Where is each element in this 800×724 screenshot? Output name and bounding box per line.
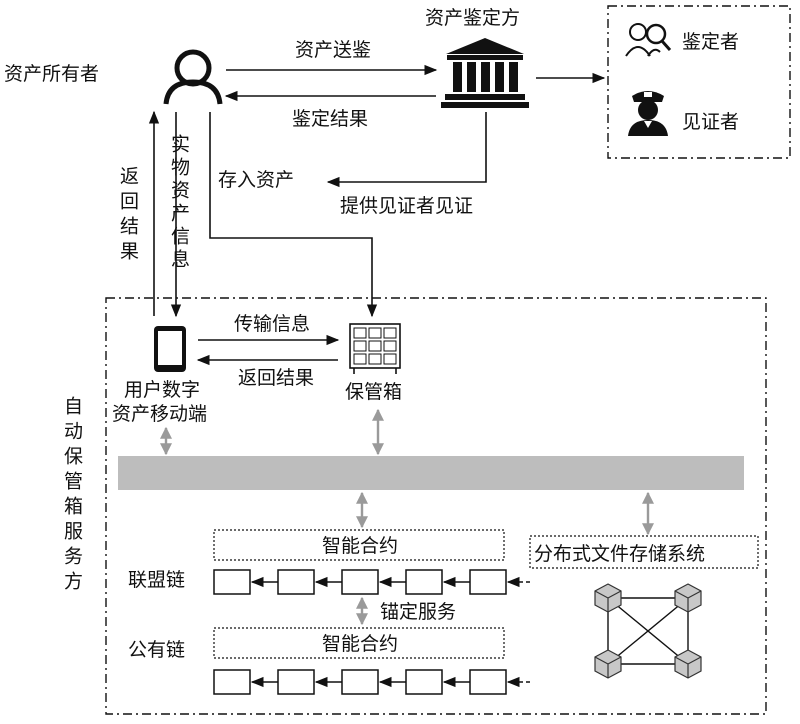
consortium-chain-blocks [213, 569, 530, 595]
chain-block [341, 669, 379, 695]
owner-label: 资产所有者 [4, 63, 99, 85]
appraiser-label: 资产鉴定方 [425, 7, 520, 29]
mobile-label-line2: 资产移动端 [112, 403, 207, 425]
storage-node-cube [594, 583, 622, 613]
provide-witness-arrow [326, 112, 487, 188]
chain-block [277, 669, 315, 695]
send-appraisal-label: 资产送鉴 [295, 39, 371, 61]
storage-network-graph [594, 583, 702, 679]
appraiser-role-label: 鉴定者 [682, 31, 739, 53]
appraisal-result-label: 鉴定结果 [292, 108, 368, 130]
chain-block [405, 569, 443, 595]
chain-block [277, 569, 315, 595]
smart-contract-bottom-label: 智能合约 [322, 633, 398, 655]
smart-contract-bottom-box [213, 627, 505, 659]
owner-to-safebox-arrow [209, 112, 378, 318]
safebox-label: 保管箱 [345, 381, 402, 403]
asset-info-label: 实物资产信息 [168, 134, 190, 272]
service-area-box [105, 297, 767, 715]
chain-block [469, 669, 507, 695]
safebox-icon [349, 323, 401, 374]
deposit-asset-label: 存入资产 [218, 169, 294, 191]
smart-contract-top-box [213, 529, 505, 561]
provide-witness-label: 提供见证者见证 [340, 195, 473, 217]
roles-box [607, 5, 791, 159]
svg-text:实物资产信息: 实物资产信息 [168, 134, 190, 272]
chain-block [213, 569, 251, 595]
distributed-storage-box [529, 535, 759, 569]
chain-block [341, 569, 379, 595]
storage-node-cube [594, 649, 622, 679]
chain-block [213, 669, 251, 695]
transfer-info-label: 传输信息 [234, 313, 310, 335]
chain-block [469, 569, 507, 595]
bank-icon [441, 38, 529, 108]
return-result-vertical-label: 返回结果 [117, 166, 139, 266]
appraiser-role-icon [625, 23, 672, 57]
chain-block [405, 669, 443, 695]
mobile-label-line1: 用户数字 [124, 379, 200, 401]
consortium-chain-label: 联盟链 [128, 569, 185, 591]
service-bus-bar [118, 456, 744, 490]
smart-contract-top-label: 智能合约 [322, 535, 398, 557]
distributed-storage-label: 分布式文件存储系统 [534, 543, 705, 565]
storage-node-cube [674, 649, 702, 679]
anchor-service-label: 锚定服务 [380, 601, 456, 623]
witness-role-icon [628, 91, 668, 136]
public-chain-blocks [213, 669, 530, 695]
witness-role-label: 见证者 [682, 111, 739, 133]
public-chain-label: 公有链 [128, 639, 185, 661]
service-area-label: 自动保管箱服务方 [61, 396, 83, 596]
person-icon [163, 49, 223, 105]
return-result-label: 返回结果 [238, 367, 314, 389]
phone-icon [154, 326, 186, 372]
storage-node-cube [674, 583, 702, 613]
